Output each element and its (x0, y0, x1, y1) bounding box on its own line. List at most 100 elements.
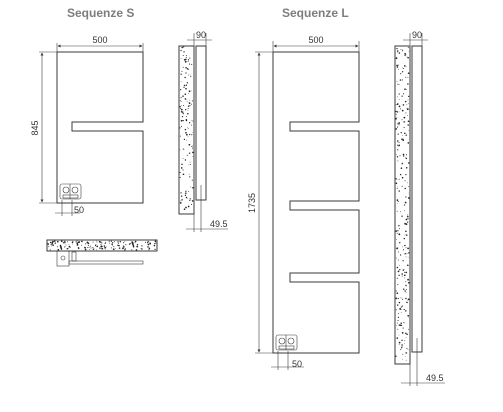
concrete-speck (397, 68, 399, 70)
concrete-speck (101, 246, 103, 248)
concrete-speck (401, 79, 403, 81)
concrete-speck (189, 176, 191, 178)
concrete-speck (189, 133, 191, 136)
concrete-speck (406, 301, 408, 304)
concrete-speck (397, 141, 398, 143)
concrete-speck (408, 192, 410, 194)
concrete-speck (184, 128, 187, 131)
concrete-speck (141, 245, 143, 247)
concrete-speck (398, 105, 401, 108)
concrete-speck (397, 319, 399, 322)
concrete-speck (47, 244, 49, 246)
concrete-speck (118, 244, 120, 247)
concrete-speck (113, 241, 115, 243)
concrete-speck (184, 93, 187, 95)
concrete-speck (57, 246, 59, 248)
concrete-speck (149, 242, 151, 245)
concrete-speck (104, 242, 106, 244)
concrete-speck (396, 126, 399, 128)
concrete-speck (185, 206, 187, 209)
concrete-speck (182, 148, 184, 150)
concrete-speck (112, 248, 115, 251)
concrete-speck (186, 98, 188, 100)
concrete-speck (92, 246, 94, 249)
concrete-speck (189, 57, 191, 59)
concrete-speck (402, 327, 404, 329)
model-s-title: Sequenze S (67, 6, 134, 20)
concrete-speck (182, 173, 185, 176)
model-s-valve-label: 50 (74, 205, 84, 215)
model-l-offset-label: 49.5 (426, 373, 444, 383)
concrete-speck (406, 333, 408, 336)
concrete-speck (99, 247, 101, 249)
concrete-speck (404, 187, 406, 190)
concrete-speck (184, 60, 187, 63)
model-s-plan-wall (46, 239, 158, 252)
concrete-speck (395, 113, 397, 115)
concrete-speck (402, 153, 405, 156)
concrete-speck (101, 247, 104, 250)
concrete-speck (400, 297, 402, 299)
concrete-speck (189, 198, 191, 200)
concrete-speck (396, 202, 398, 204)
concrete-speck (182, 95, 184, 97)
concrete-speck (100, 241, 102, 243)
concrete-speck (60, 248, 63, 250)
concrete-speck (185, 192, 187, 195)
concrete-speck (92, 248, 95, 250)
concrete-speck (185, 67, 187, 69)
concrete-speck (191, 145, 193, 148)
concrete-speck (407, 247, 409, 250)
concrete-speck (187, 105, 190, 108)
concrete-speck (404, 52, 406, 55)
concrete-speck (54, 242, 56, 244)
concrete-speck (398, 52, 401, 54)
concrete-speck (185, 108, 187, 111)
model-l-wall-section (394, 45, 411, 365)
concrete-speck (396, 232, 398, 234)
concrete-speck (81, 240, 83, 243)
concrete-speck (406, 89, 407, 90)
concrete-speck (401, 215, 403, 217)
concrete-speck (404, 88, 406, 91)
model-s-radiator-profile (195, 45, 207, 201)
concrete-speck (191, 100, 193, 102)
concrete-speck (408, 316, 409, 318)
concrete-speck (397, 149, 399, 151)
concrete-speck (398, 344, 400, 345)
concrete-speck (185, 55, 187, 57)
concrete-speck (407, 253, 408, 255)
concrete-speck (185, 190, 187, 192)
model-s-plan-valve (56, 250, 70, 267)
concrete-speck (398, 233, 401, 236)
concrete-speck (136, 244, 139, 246)
concrete-speck (113, 246, 115, 248)
concrete-speck (68, 245, 71, 248)
concrete-speck (407, 115, 408, 116)
concrete-speck (397, 270, 400, 273)
concrete-speck (402, 50, 404, 52)
concrete-speck (148, 249, 150, 251)
concrete-speck (399, 264, 400, 266)
concrete-speck (405, 281, 407, 283)
concrete-speck (405, 256, 407, 258)
concrete-speck (184, 159, 187, 161)
concrete-speck (404, 132, 406, 135)
concrete-speck (100, 243, 102, 246)
concrete-speck (92, 241, 94, 243)
model-l-title: Sequenze L (282, 6, 349, 20)
concrete-speck (180, 107, 182, 109)
concrete-speck (398, 341, 401, 344)
concrete-speck (75, 241, 76, 243)
concrete-speck (406, 347, 408, 349)
concrete-speck (403, 204, 406, 206)
concrete-speck (399, 111, 401, 113)
concrete-speck (400, 73, 402, 75)
concrete-speck (186, 127, 188, 129)
concrete-speck (180, 105, 182, 106)
concrete-speck (112, 245, 113, 246)
concrete-speck (179, 149, 181, 151)
concrete-speck (403, 322, 405, 324)
concrete-speck (65, 244, 67, 246)
